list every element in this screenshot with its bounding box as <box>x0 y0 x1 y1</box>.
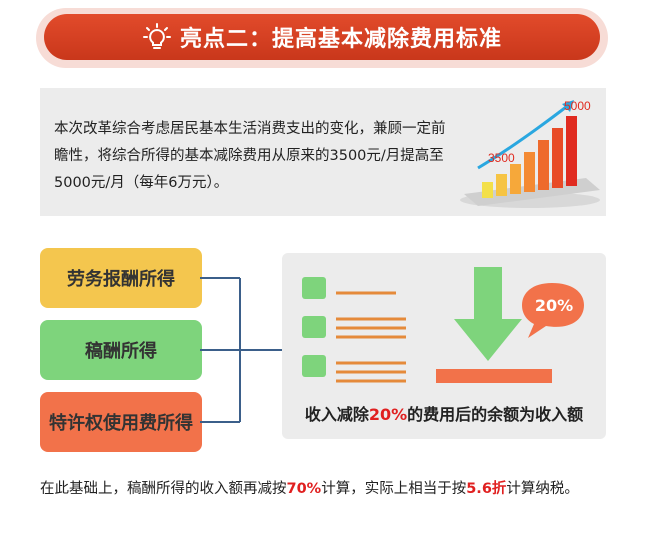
percent-badge: 20% <box>534 296 574 315</box>
growth-bar-4 <box>524 152 535 192</box>
income-label-franchise: 特许权使用费所得 <box>49 413 193 434</box>
title-banner: 亮点二：提高基本减除费用标准 <box>44 14 600 60</box>
growth-bar-2 <box>496 174 507 196</box>
intro-text: 本次改革综合考虑居民基本生活消费支出的变化，兼顾一定前瞻性，将综合所得的基本减除… <box>54 121 446 191</box>
growth-bar-1 <box>482 182 493 198</box>
growth-bar-illustration: 3500 5000 <box>460 99 600 208</box>
speech-bubble-icon <box>522 283 584 338</box>
income-box-labor: 劳务报酬所得 <box>40 248 202 308</box>
label-3500: 3500 <box>488 151 515 165</box>
footer-part-2: 计算，实际上相当于按 <box>321 481 467 497</box>
growth-bar-3 <box>510 164 521 194</box>
income-label-writing: 稿酬所得 <box>85 341 157 362</box>
bracket-connector <box>200 277 282 423</box>
growth-bar-6 <box>552 128 563 188</box>
deduction-caption: 收入减除20%的费用后的余额为收入额 <box>282 401 606 425</box>
deduction-panel: 20% 收入减除20%的费用后的余额为收入额 <box>282 253 606 439</box>
growth-bar-7 <box>566 116 577 186</box>
growth-bar-5 <box>538 140 549 190</box>
income-label-labor: 劳务报酬所得 <box>67 269 175 290</box>
growth-arrow-icon <box>477 102 571 170</box>
intro-panel: 本次改革综合考虑居民基本生活消费支出的变化，兼顾一定前瞻性，将综合所得的基本减除… <box>40 88 606 216</box>
list-icon <box>302 277 326 377</box>
down-arrow-icon <box>454 267 522 361</box>
deduction-bar <box>436 369 552 383</box>
footer-part-1: 在此基础上，稿酬所得的收入额再减按 <box>40 481 287 497</box>
footer-highlight-70: 70% <box>286 481 322 497</box>
caption-highlight: 20% <box>368 405 408 424</box>
lightbulb-icon <box>142 23 171 49</box>
label-5000: 5000 <box>564 99 591 113</box>
caption-part-2: 的费用后的余额为收入额 <box>407 405 584 424</box>
income-box-franchise: 特许权使用费所得 <box>40 392 202 452</box>
footer-highlight-56: 5.6折 <box>466 481 507 497</box>
income-box-royalty-writing: 稿酬所得 <box>40 320 202 380</box>
deduction-illustration <box>302 267 584 383</box>
footer-part-3: 计算纳税。 <box>506 481 579 497</box>
caption-part-1: 收入减除 <box>304 405 369 424</box>
page-title: 亮点二：提高基本减除费用标准 <box>179 27 502 52</box>
footer-text: 在此基础上，稿酬所得的收入额再减按70%计算，实际上相当于按5.6折计算纳税。 <box>40 476 610 503</box>
